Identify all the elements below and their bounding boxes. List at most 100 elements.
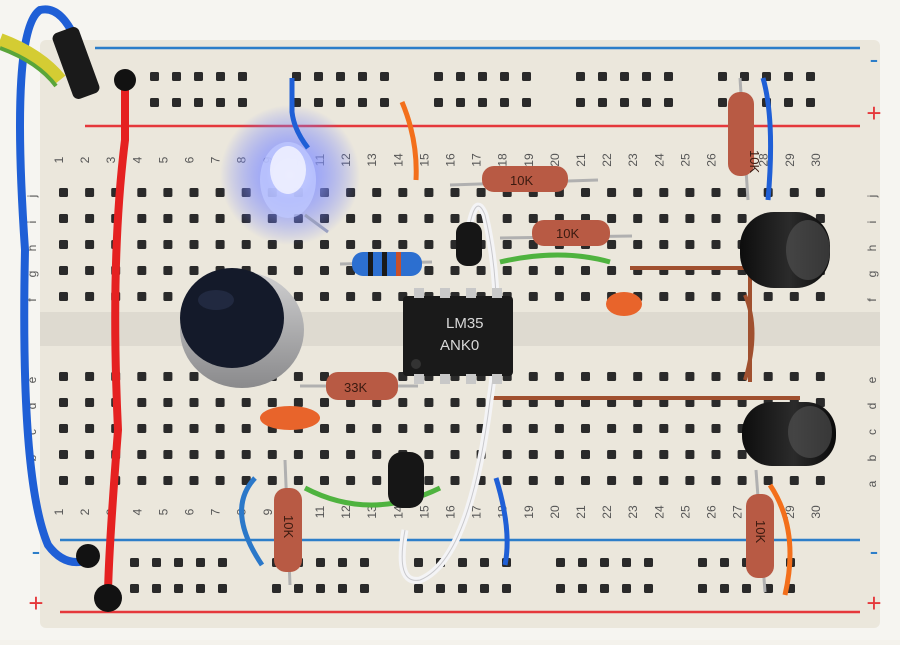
breadboard-hole [372,424,382,433]
cap-bottom-face [788,406,832,458]
rail-hole [216,72,225,81]
column-number: 15 [417,505,431,519]
breadboard-hole [607,214,617,223]
breadboard-hole [607,188,617,197]
column-number: 30 [809,505,823,519]
resistor-right-top-body [728,92,754,176]
breadboard-hole [267,266,277,275]
rail-hole [720,584,729,593]
column-number: 19 [522,505,536,519]
rail-hole [338,558,347,567]
breadboard-hole [85,266,95,275]
column-number: 23 [626,153,640,167]
breadboard-hole [581,188,590,197]
breadboard-hole [346,292,356,301]
column-number: 25 [678,153,692,167]
breadboard-hole [346,214,356,223]
column-number: 9 [261,508,275,515]
rail-hole [456,72,465,81]
breadboard-hole [685,292,695,301]
rail-hole [784,72,793,81]
breadboard-hole [372,398,382,407]
top-connector [52,27,100,99]
breadboard-hole [450,266,460,275]
breadboard-hole [137,450,147,459]
ic-chip: LM35 ANK0 [403,288,513,384]
breadboard-hole [293,372,303,381]
breadboard-hole [502,214,512,223]
rail-hole [218,584,227,593]
rail-hole [576,72,585,81]
breadboard-hole [241,240,251,249]
column-number: 23 [626,505,640,519]
breadboard-hole [763,476,773,485]
rail-hole [380,98,389,107]
breadboard-hole [189,424,199,433]
breadboard-hole [163,240,173,249]
breadboard-hole [267,476,277,485]
column-number: 20 [548,505,562,519]
breadboard-hole [528,292,538,301]
breadboard-hole [554,476,564,485]
small-cap-top-mid [456,222,482,266]
rail-hole [414,584,423,593]
breadboard-hole [372,240,382,249]
breadboard-hole [581,450,590,459]
bottom-rail-plus-right: + [866,588,881,618]
rail-hole [502,584,511,593]
blue-jumper-right [760,77,774,201]
rail-hole [806,98,815,107]
column-number: 1 [52,508,66,515]
small-cap-top-body [456,222,482,266]
breadboard-hole [59,214,68,223]
breadboard-hole [528,476,538,485]
breadboard-hole [163,188,173,197]
column-number: 4 [130,156,144,163]
column-number: 6 [183,508,197,515]
breadboard-hole [372,214,382,223]
top-rail-minus-sign: - [870,44,879,74]
breadboard-hole [528,372,538,381]
breadboard-hole [267,450,277,459]
rail-hole [316,584,325,593]
breadboard-hole [450,424,460,433]
rail-hole [196,584,205,593]
row-letter: e [25,376,39,383]
breadboard-hole [85,214,95,223]
rail-hole [598,98,607,107]
resistor-bottom-left-body [274,488,302,572]
breadboard-hole [163,214,173,223]
rail-hole [360,584,369,593]
column-number: 7 [209,156,223,163]
resistor-top-2: 10K [499,220,633,246]
breadboard-hole [789,292,799,301]
bottom-blue-plug [76,544,100,568]
breadboard-hole [502,240,512,249]
breadboard-hole [137,424,147,433]
column-number: 27 [731,505,745,519]
rail-hole [216,98,225,107]
row-letter: d [25,403,39,410]
rail-hole [578,558,587,567]
breadboard-hole [502,266,512,275]
row-letter: f [25,298,39,302]
breadboard-hole [581,266,590,275]
breadboard-hole [815,188,825,197]
breadboard-hole [241,424,251,433]
breadboard-hole [163,372,173,381]
rail-hole [174,584,183,593]
breadboard-hole [685,424,695,433]
breadboard-hole [476,398,486,407]
breadboard-hole [607,372,617,381]
row-letter: c [25,429,39,435]
rail-hole [194,72,203,81]
breadboard-hole [163,266,173,275]
column-number: 21 [574,505,588,519]
breadboard-hole [711,450,721,459]
breadboard-hole [581,424,590,433]
breadboard-hole [607,424,617,433]
ic-pins-top [414,288,502,298]
resistor-right-top: 10K [728,77,762,201]
column-number: 5 [156,156,170,163]
rail-hole [336,98,345,107]
